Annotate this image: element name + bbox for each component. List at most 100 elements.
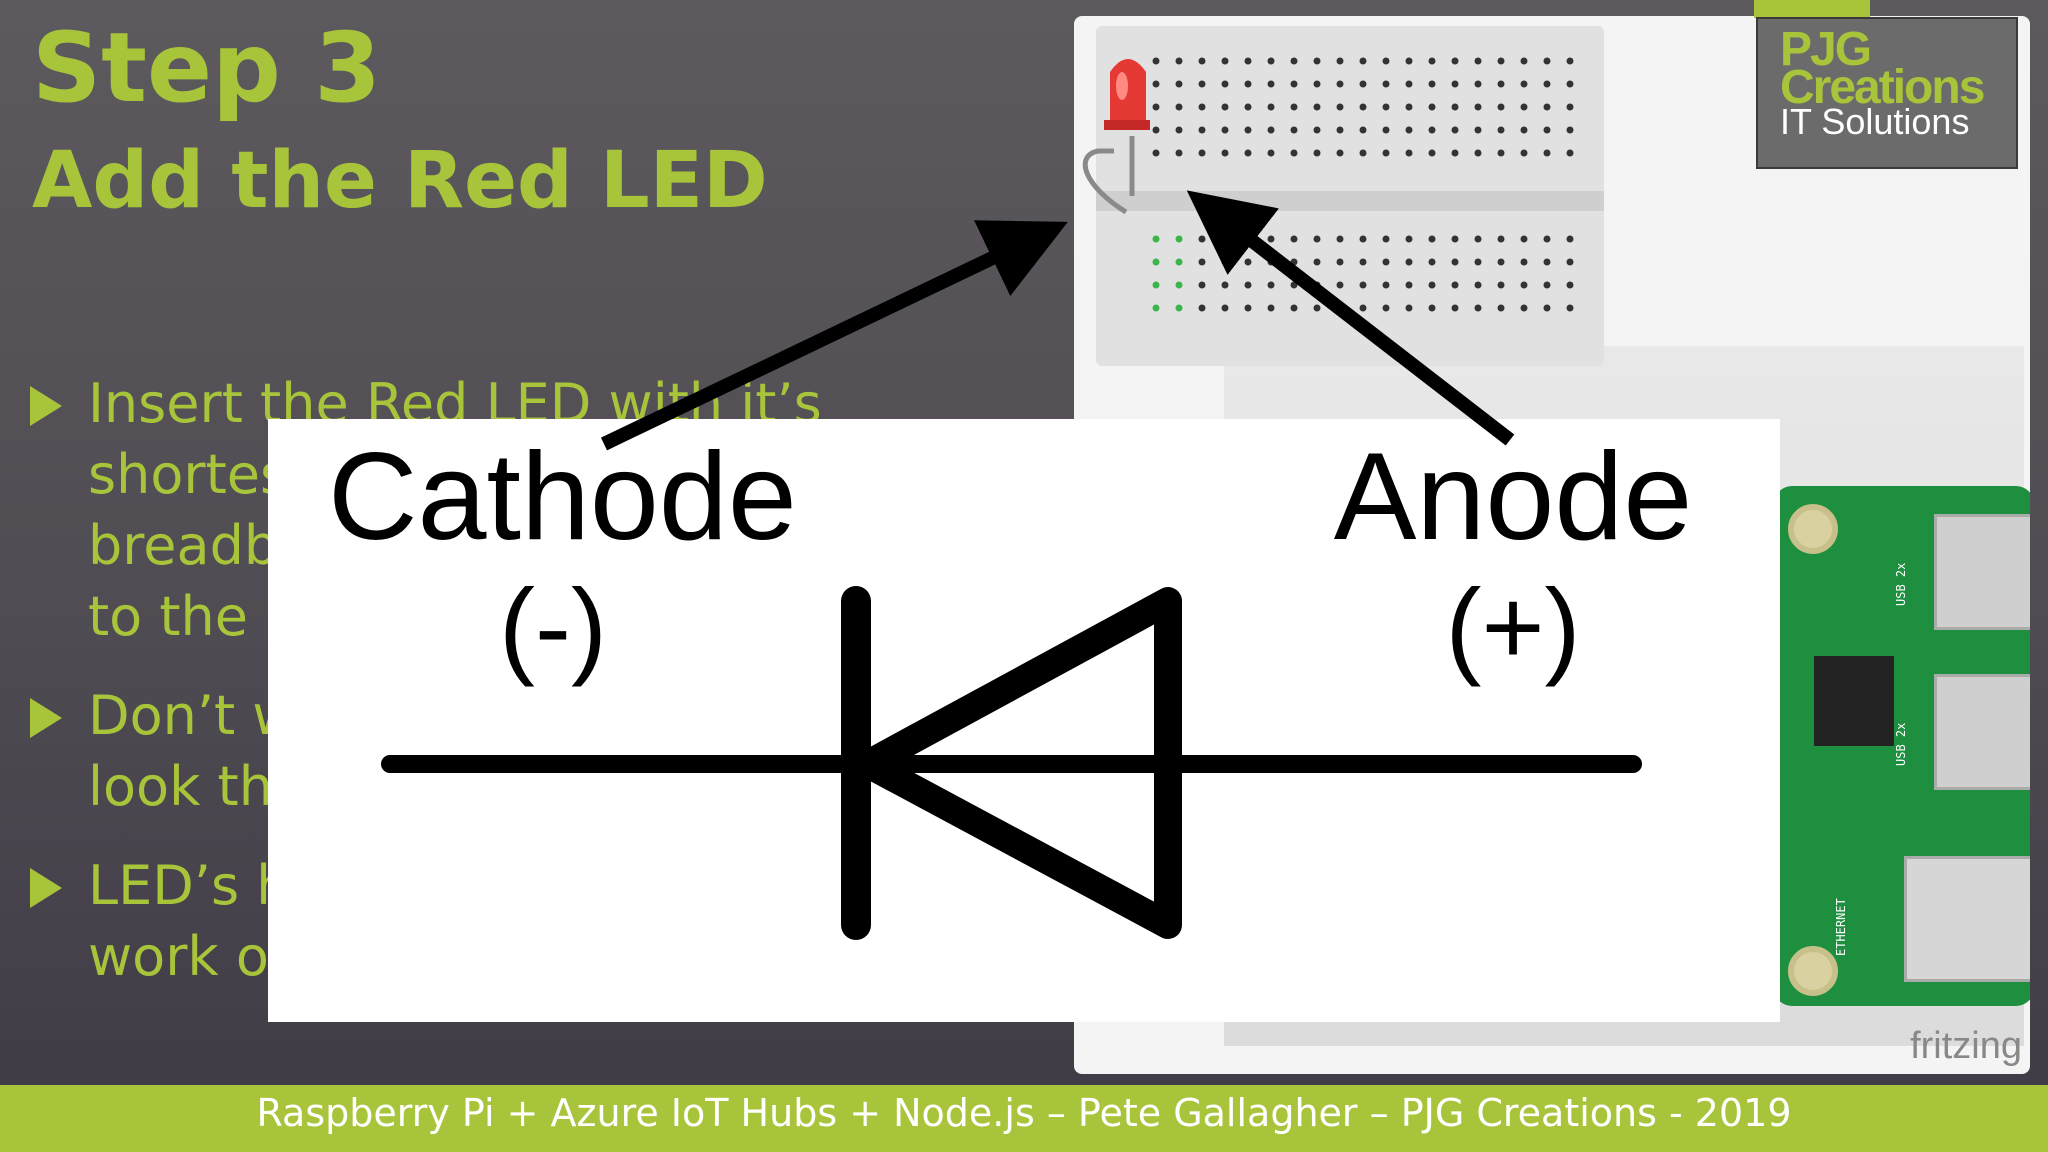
breadboard-hole (1221, 126, 1229, 134)
breadboard-hole (1152, 235, 1160, 243)
breadboard-hole (1290, 304, 1298, 312)
breadboard-hole (1290, 126, 1298, 134)
breadboard-hole (1497, 235, 1505, 243)
breadboard-hole (1451, 281, 1459, 289)
breadboard-hole (1244, 149, 1252, 157)
bullet-line: to the l (88, 585, 281, 648)
breadboard-hole (1359, 281, 1367, 289)
chip (1814, 656, 1894, 746)
anode-sign: (+) (1445, 566, 1581, 687)
ethernet-port (1904, 856, 2030, 982)
breadboard-hole (1221, 149, 1229, 157)
breadboard-hole (1244, 103, 1252, 111)
breadboard-hole (1244, 304, 1252, 312)
breadboard-hole (1405, 258, 1413, 266)
breadboard-hole (1244, 126, 1252, 134)
breadboard-hole (1175, 258, 1183, 266)
breadboard-hole (1221, 80, 1229, 88)
breadboard-hole (1428, 258, 1436, 266)
breadboard-hole (1221, 103, 1229, 111)
breadboard-hole (1244, 281, 1252, 289)
breadboard-hole (1566, 304, 1574, 312)
breadboard-hole (1520, 149, 1528, 157)
breadboard-hole (1543, 304, 1551, 312)
breadboard-hole (1474, 235, 1482, 243)
bullet-item: LED’s h work o (30, 850, 850, 992)
breadboard-hole (1428, 57, 1436, 65)
breadboard-hole (1520, 235, 1528, 243)
breadboard-hole (1267, 103, 1275, 111)
bullet-arrow-icon (30, 868, 62, 908)
breadboard-hole (1451, 103, 1459, 111)
breadboard-hole (1175, 235, 1183, 243)
breadboard-hole (1497, 103, 1505, 111)
breadboard-hole (1382, 57, 1390, 65)
breadboard-hole (1566, 281, 1574, 289)
bullet-line: breadb (88, 514, 279, 577)
anode-arrow-icon (1186, 190, 1515, 446)
breadboard-hole (1359, 235, 1367, 243)
led-icon (1082, 59, 1150, 215)
breadboard-hole (1313, 80, 1321, 88)
breadboard-hole (1566, 126, 1574, 134)
breadboard-hole (1520, 103, 1528, 111)
breadboard-hole (1497, 304, 1505, 312)
bullet-item: Don’t w look th (30, 680, 850, 822)
breadboard-hole (1405, 149, 1413, 157)
breadboard-hole (1382, 149, 1390, 157)
breadboard-hole (1405, 281, 1413, 289)
logo-text: PJG (1780, 23, 1872, 76)
raspberry-pi-board: USB 2x USB 2x ETHERNET (1774, 486, 2030, 1006)
breadboard-hole (1359, 80, 1367, 88)
breadboard-hole (1405, 57, 1413, 65)
fritzing-watermark: fritzing (1910, 1025, 2022, 1067)
breadboard-hole (1152, 281, 1160, 289)
breadboard-hole (1543, 149, 1551, 157)
breadboard-hole (1405, 235, 1413, 243)
breadboard-hole (1382, 258, 1390, 266)
breadboard-hole (1428, 281, 1436, 289)
breadboard-hole (1221, 304, 1229, 312)
breadboard-hole (1566, 57, 1574, 65)
breadboard-hole (1474, 126, 1482, 134)
breadboard-hole (1382, 103, 1390, 111)
footer-text: Raspberry Pi + Azure IoT Hubs + Node.js … (256, 1091, 1792, 1135)
breadboard-hole (1497, 80, 1505, 88)
breadboard-hole (1451, 258, 1459, 266)
breadboard-hole (1198, 126, 1206, 134)
breadboard-hole (1543, 80, 1551, 88)
breadboard-hole (1451, 235, 1459, 243)
breadboard-hole (1520, 304, 1528, 312)
footer-bar: Raspberry Pi + Azure IoT Hubs + Node.js … (0, 1085, 2048, 1152)
breadboard-hole (1382, 281, 1390, 289)
breadboard-hole (1175, 281, 1183, 289)
breadboard-hole (1336, 103, 1344, 111)
breadboard-hole (1405, 103, 1413, 111)
breadboard-hole (1336, 281, 1344, 289)
breadboard-hole (1428, 149, 1436, 157)
breadboard-hole (1520, 80, 1528, 88)
breadboard-hole (1474, 80, 1482, 88)
breadboard-hole (1336, 80, 1344, 88)
bullet-list: Insert the Red LED with it’s shortes bre… (30, 368, 850, 1020)
logo-tab (1754, 0, 1870, 18)
breadboard-hole (1313, 103, 1321, 111)
breadboard-hole (1543, 235, 1551, 243)
breadboard-hole (1566, 258, 1574, 266)
usb-port (1934, 674, 2030, 790)
breadboard-hole (1474, 57, 1482, 65)
breadboard-hole (1152, 126, 1160, 134)
breadboard-hole (1267, 304, 1275, 312)
breadboard-hole (1336, 235, 1344, 243)
cathode-arrow-icon (600, 220, 1068, 451)
breadboard-hole (1198, 103, 1206, 111)
breadboard-hole (1198, 57, 1206, 65)
breadboard-hole (1474, 149, 1482, 157)
cathode-sign: (-) (499, 566, 607, 687)
breadboard-hole (1290, 57, 1298, 65)
breadboard-hole (1543, 126, 1551, 134)
logo-text: Creations (1780, 61, 1985, 114)
breadboard-hole (1336, 57, 1344, 65)
